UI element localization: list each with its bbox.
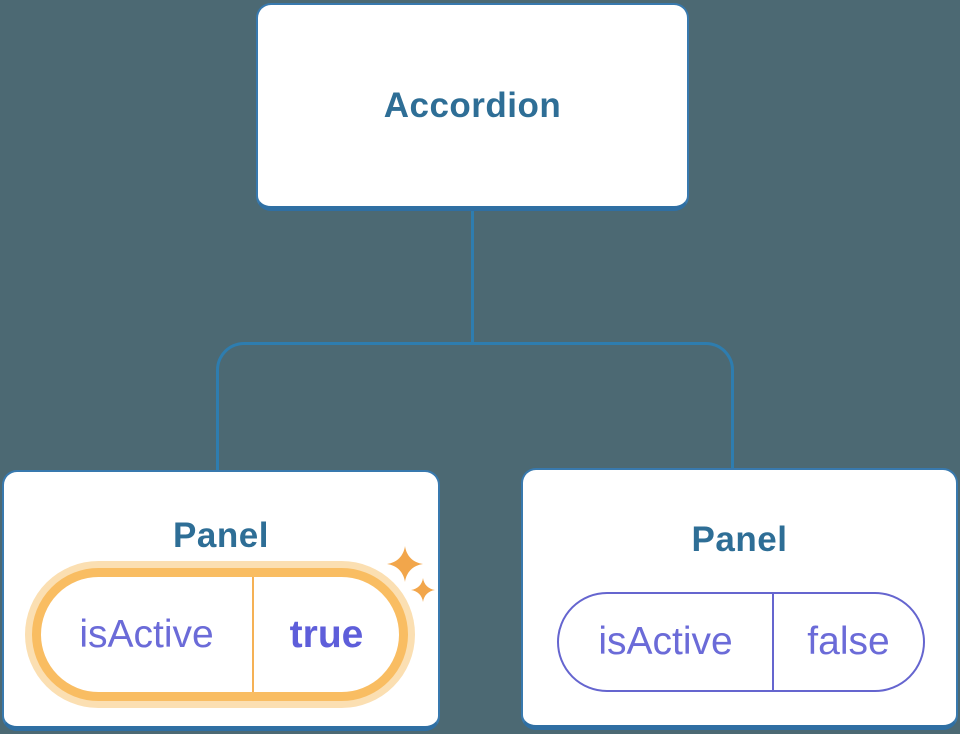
connector-stem — [471, 211, 474, 343]
panel-node-inactive: Panel isActive false — [521, 468, 958, 730]
sparkle-icon-small — [411, 578, 435, 602]
accordion-node: Accordion — [256, 3, 689, 211]
state-pill-active: isActive true — [32, 568, 408, 701]
sparkle-icon-large — [387, 546, 423, 582]
accordion-node-label: Accordion — [383, 85, 562, 125]
panel-node-label: Panel — [173, 516, 269, 555]
pill-divider — [252, 577, 254, 692]
prop-name-cell: isActive — [79, 612, 214, 656]
pill-divider — [772, 594, 774, 690]
prop-value-cell: false — [807, 620, 890, 663]
connector-branch — [216, 342, 734, 470]
prop-value-cell: true — [289, 612, 364, 656]
prop-name-cell: isActive — [598, 620, 733, 663]
panel-node-label: Panel — [691, 520, 788, 559]
panel-node-active: Panel isActive true — [2, 470, 440, 731]
state-pill-inactive: isActive false — [557, 592, 925, 692]
